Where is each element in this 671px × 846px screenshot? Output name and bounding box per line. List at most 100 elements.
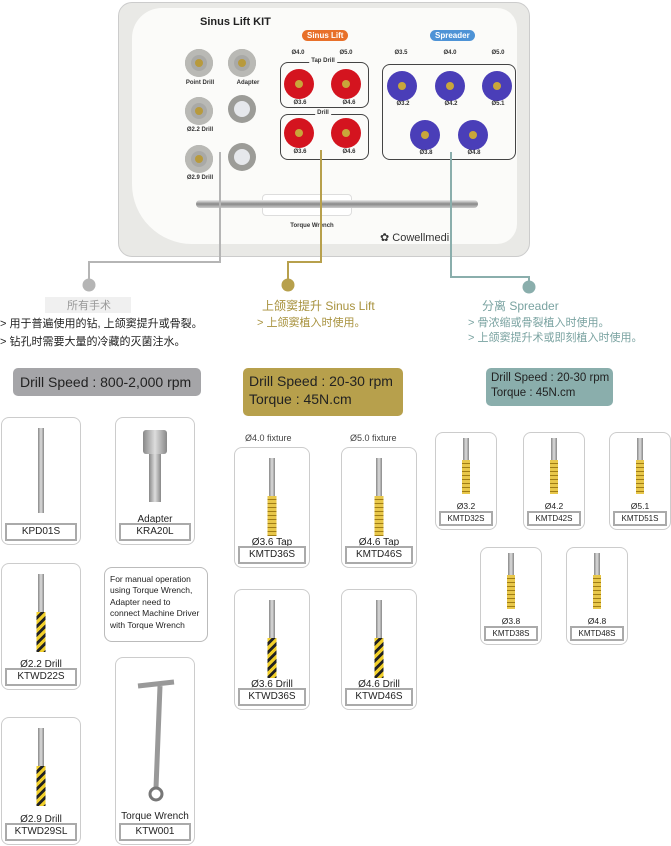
connector-line [219, 152, 221, 262]
drill-slot [284, 118, 314, 148]
drill-label: Drill [315, 110, 331, 116]
torque-text: Torque : 45N.cm [491, 386, 576, 399]
drill-shank [38, 574, 44, 612]
connector-line [450, 152, 452, 278]
product-code: KTWD46S [345, 688, 413, 706]
spreader-slot [435, 71, 465, 101]
slot-label: Ø5.1 [491, 101, 505, 107]
product-code: KRA20L [119, 523, 191, 541]
spreader-slot [458, 120, 488, 150]
product-name: Torque Wrench [121, 811, 189, 822]
product-name: Ø4.8 [587, 616, 607, 626]
product-code: KMTD42S [527, 511, 581, 526]
fixture-caption: Ø5.0 fixture [350, 433, 397, 443]
connector-line [88, 261, 90, 283]
slot-label: Ø2.2 Drill [186, 127, 214, 133]
spreader-line: > 上颌窦提升术或即刻植入时使用。 [468, 332, 643, 344]
product-card-kpd01s[interactable]: KPD01S [1, 417, 81, 545]
slot-label: Point Drill [185, 80, 215, 86]
adapter-shaft [149, 454, 161, 502]
product-code: KTWD22S [5, 668, 77, 686]
connector-dot [281, 278, 295, 292]
slot-label: Ø3.8 [419, 150, 433, 156]
adapter-tooltip: For manual operation using Torque Wrench… [104, 567, 208, 642]
tap-drill-slot [331, 69, 361, 99]
slot-label: Adapter [236, 80, 260, 86]
connector-dot [522, 280, 536, 294]
spreader-title: 分离 Spreader [482, 299, 559, 313]
adapter-image [143, 430, 167, 454]
speed-text: Drill Speed : 800-2,000 rpm [20, 374, 192, 390]
header: Ø5.0 [491, 50, 505, 56]
drill-shank [508, 553, 514, 575]
drill-2-9-slot [185, 145, 213, 173]
tap-drill-label: Tap Drill [309, 58, 337, 64]
slot-label: Ø4.2 [444, 101, 458, 107]
header: Ø4.0 [443, 50, 457, 56]
torque-wrench-image [196, 200, 478, 208]
drill-shank [376, 600, 382, 638]
adapter-slot [228, 49, 256, 77]
slot-label: Ø2.9 Drill [186, 175, 214, 181]
spreader-slot [410, 120, 440, 150]
product-code: KMTD38S [484, 626, 538, 641]
product-name: Ø2.2 Drill [20, 659, 62, 670]
product-code: KMTD48S [570, 626, 624, 641]
fixture-caption: Ø4.0 fixture [245, 433, 292, 443]
product-name: Ø3.6 Drill [251, 679, 293, 690]
drill-tip-image [374, 638, 384, 678]
general-title: 所有手术 [45, 297, 131, 313]
connector-line [320, 150, 322, 262]
slot-label: Ø3.6 [293, 149, 307, 155]
torque-wrench-image [137, 679, 175, 802]
drill-tip-image [550, 460, 558, 494]
product-name: Adapter [137, 514, 173, 525]
drill-shank [594, 553, 600, 575]
header: Ø5.0 [339, 50, 353, 56]
drill-tip-image [374, 496, 384, 536]
slot-label: Ø4.8 [467, 150, 481, 156]
torque-text: Torque : 45N.cm [249, 391, 352, 408]
header: Ø4.0 [291, 50, 305, 56]
drill-tip-image [36, 612, 46, 652]
sinus-line: > 上颌窦植入时使用。 [257, 317, 366, 329]
drill-shank [551, 438, 557, 460]
product-code: KPD01S [5, 523, 77, 541]
product-code: KMTD32S [439, 511, 493, 526]
connector-line [287, 261, 289, 283]
drill-shank [269, 600, 275, 638]
drill-tip-image [462, 460, 470, 494]
product-name: Ø4.2 [544, 501, 564, 511]
drill-shank [463, 438, 469, 460]
product-code: KTW001 [119, 823, 191, 841]
spreader-slot [482, 71, 512, 101]
spreader-badge: Spreader [430, 30, 475, 41]
spreader-slot [387, 71, 417, 101]
point-drill-slot [185, 49, 213, 77]
drill-2-2-slot [185, 97, 213, 125]
product-name: Ø3.2 [456, 501, 476, 511]
product-name: Ø3.6 Tap [251, 537, 293, 548]
speed-text: Drill Speed : 20-30 rpm [249, 373, 393, 389]
drill-shank [38, 728, 44, 766]
logo-icon: ✿ [380, 232, 393, 244]
slot-label: Ø3.6 [293, 100, 307, 106]
product-code: KTWD36S [238, 688, 306, 706]
kit-title: Sinus Lift KIT [200, 16, 271, 28]
drill-tip-image [593, 575, 601, 609]
wrench-label: Torque Wrench [290, 223, 334, 229]
